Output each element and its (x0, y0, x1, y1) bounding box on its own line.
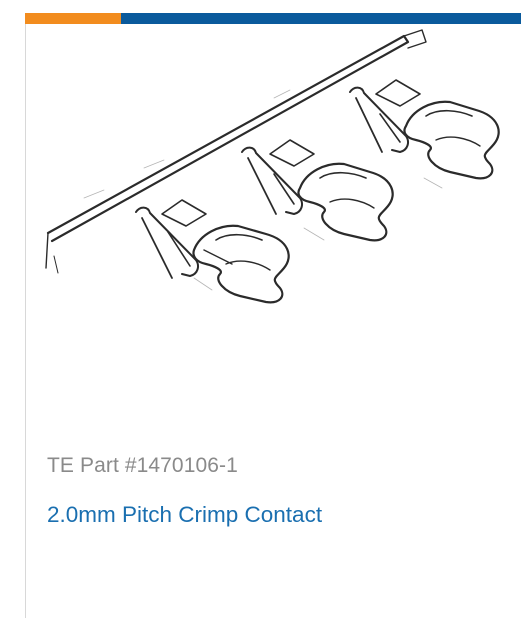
product-title-link[interactable]: 2.0mm Pitch Crimp Contact (47, 502, 323, 527)
card-top-accent-bar (25, 13, 521, 24)
card-left-border (25, 24, 26, 618)
product-image[interactable] (44, 28, 520, 313)
contact-1 (135, 199, 290, 304)
accent-blue-segment (121, 13, 521, 24)
part-number: TE Part #1470106-1 (47, 454, 238, 477)
contact-3 (349, 79, 500, 180)
contact-2 (241, 139, 394, 242)
crimp-contact-strip-icon (45, 29, 500, 304)
accent-orange-segment (25, 13, 121, 24)
